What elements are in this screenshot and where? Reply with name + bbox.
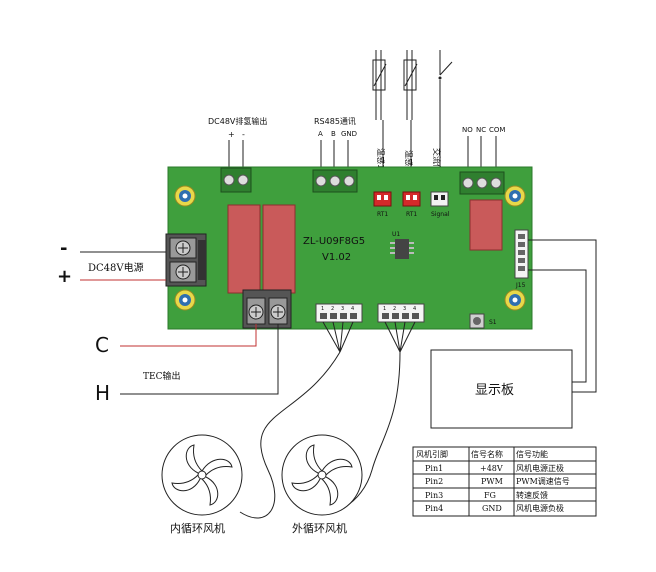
relay-3	[469, 199, 503, 251]
relay-terminal-block	[459, 171, 505, 195]
display-board-label: 显示板	[475, 383, 514, 398]
rs485-pin-a: A	[318, 130, 323, 138]
outer-fan-icon	[281, 434, 363, 516]
table-row2-function: PWM调速信号	[516, 476, 570, 486]
signal-connector	[430, 191, 449, 207]
exhaust-plus-label: +	[228, 130, 235, 139]
table-row4-signal: GND	[482, 504, 502, 513]
display-connector-j15	[514, 229, 529, 279]
table-header-function: 信号功能	[516, 449, 548, 459]
rs485-pin-gnd: GND	[341, 130, 357, 138]
table-row4-function: 风机电源负极	[516, 503, 564, 513]
table-header-pin: 风机引脚	[416, 449, 448, 459]
tec-c-label: C	[95, 333, 109, 357]
display-wire-2	[528, 269, 587, 383]
relay-1	[227, 204, 261, 294]
s1-label: S1	[489, 319, 497, 326]
inner-fan-icon	[161, 434, 243, 516]
rt1-connector	[373, 191, 392, 207]
left-fan-pin4: 4	[351, 306, 354, 312]
exhaust-terminal-block	[220, 167, 252, 193]
left-fan-pin2: 2	[331, 306, 334, 312]
right-fan-pin4: 4	[413, 306, 416, 312]
inner-fan-label: 内循环风机	[170, 521, 225, 535]
dc48v-exhaust-label: DC48V排氢输出	[208, 116, 267, 126]
rs485-label: RS485通讯	[314, 116, 356, 126]
table-row1-signal: +48V	[480, 464, 503, 473]
outer-fan-label: 外循环风机	[292, 521, 347, 535]
mounting-hole-tl	[174, 185, 196, 207]
fan-connector-left	[315, 303, 363, 323]
display-wire-1	[528, 239, 597, 393]
rt1-label: RT1	[377, 211, 388, 218]
left-fan-pin1: 1	[321, 306, 324, 312]
exhaust-minus-label: -	[242, 130, 245, 139]
tec-output-label: TEC输出	[143, 370, 180, 382]
board-model: ZL-U09F8G5	[303, 236, 365, 247]
table-row1-pin: Pin1	[425, 464, 443, 473]
chip-label: U1	[392, 231, 400, 238]
tec-terminal-block	[242, 289, 292, 329]
mounting-hole-tr	[504, 185, 526, 207]
ic-chip	[390, 239, 414, 259]
j15-label: J15	[515, 282, 526, 289]
right-fan-pin3: 3	[403, 306, 406, 312]
mounting-hole-bl	[174, 289, 196, 311]
inner-fan-wires	[239, 321, 354, 519]
dc48v-power-label: DC48V电源	[88, 261, 144, 274]
fan-connector-right	[377, 303, 425, 323]
rt2-connector	[402, 191, 421, 207]
relay-nc-label: NC	[476, 126, 486, 134]
right-fan-pin2: 2	[393, 306, 396, 312]
power-plus-label: +	[57, 266, 72, 287]
relay-2	[262, 204, 296, 294]
table-row4-pin: Pin4	[425, 504, 443, 513]
relay-com-label: COM	[489, 126, 505, 134]
rt2-label: RT1	[406, 211, 417, 218]
rs485-pin-b: B	[331, 130, 336, 138]
right-fan-pin1: 1	[383, 306, 386, 312]
tec-h-label: H	[95, 381, 110, 405]
signal-label: Signal	[431, 211, 450, 218]
table-row3-signal: FG	[484, 491, 496, 500]
board-version: V1.02	[322, 252, 351, 263]
power-terminal-block	[165, 233, 207, 287]
display-board-box	[430, 349, 573, 429]
table-row1-function: 风机电源正极	[516, 463, 564, 473]
reset-button	[469, 313, 485, 329]
power-minus-label: -	[60, 238, 67, 259]
relay-no-label: NO	[462, 126, 473, 134]
table-row2-pin: Pin2	[425, 477, 443, 486]
pin-table	[412, 446, 597, 517]
table-row3-pin: Pin3	[425, 491, 443, 500]
table-row3-function: 转速反馈	[516, 490, 548, 500]
table-row2-signal: PWM	[481, 477, 503, 486]
mounting-hole-br	[504, 289, 526, 311]
rs485-terminal-block	[312, 169, 358, 193]
left-fan-pin3: 3	[341, 306, 344, 312]
table-header-signal: 信号名称	[471, 449, 503, 459]
